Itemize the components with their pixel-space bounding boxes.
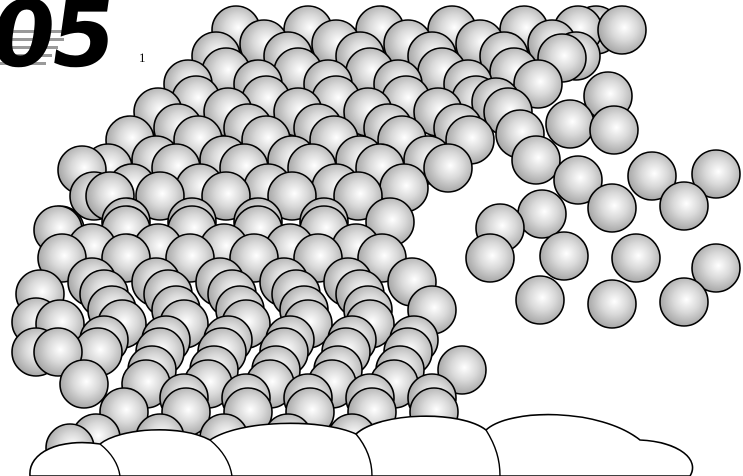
sphere bbox=[518, 190, 566, 238]
sphere bbox=[598, 6, 646, 54]
sphere bbox=[546, 100, 594, 148]
sphere bbox=[660, 278, 708, 326]
chapter-number: 05 bbox=[0, 0, 119, 88]
sphere bbox=[512, 136, 560, 184]
sphere bbox=[540, 232, 588, 280]
footnote-marker: 1 bbox=[139, 50, 146, 65]
sphere bbox=[60, 360, 108, 408]
sphere bbox=[612, 234, 660, 282]
sphere-cluster bbox=[12, 6, 740, 472]
sphere bbox=[588, 280, 636, 328]
sphere bbox=[588, 184, 636, 232]
sphere bbox=[516, 276, 564, 324]
chapter-logo: 05 bbox=[0, 0, 119, 88]
sphere bbox=[424, 144, 472, 192]
sphere bbox=[590, 106, 638, 154]
sphere bbox=[660, 182, 708, 230]
sphere bbox=[466, 234, 514, 282]
